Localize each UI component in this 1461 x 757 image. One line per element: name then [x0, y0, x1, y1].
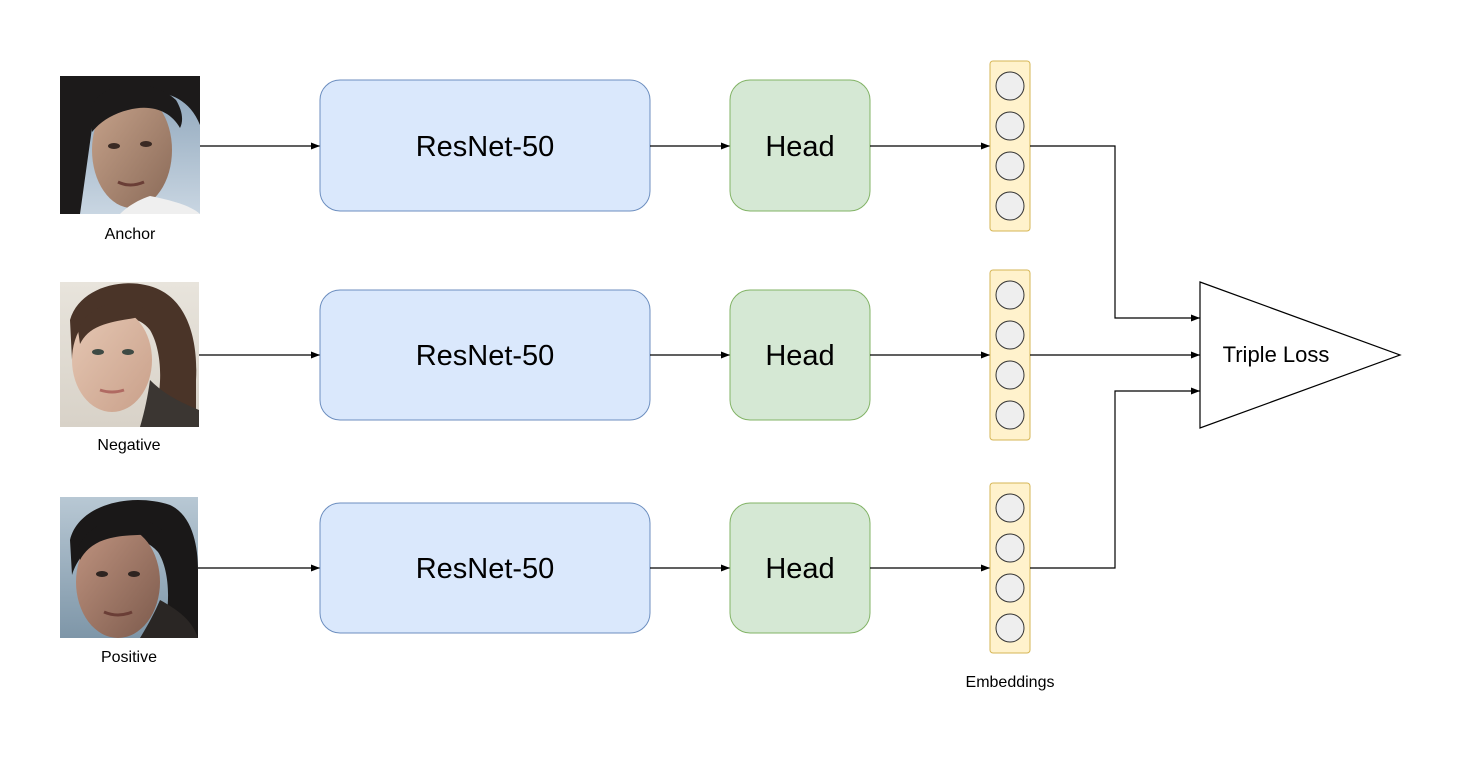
head-label-anchor: Head [765, 131, 834, 163]
connector-positive-to-loss [1030, 387, 1200, 569]
embedding-node [995, 320, 1025, 350]
positive-photo [60, 497, 198, 638]
embedding-node [995, 111, 1025, 141]
embedding-node [995, 400, 1025, 430]
negative-label: Negative [97, 437, 160, 454]
embedding-node [995, 71, 1025, 101]
embedding-node [995, 280, 1025, 310]
resnet-label-positive: ResNet-50 [416, 553, 555, 585]
connector-anchor-to-loss [1030, 145, 1200, 322]
embedding-node [995, 151, 1025, 181]
embedding-node [995, 360, 1025, 390]
embedding-vector-anchor [989, 60, 1031, 232]
anchor-label: Anchor [105, 226, 156, 243]
triple-loss-triangle [1199, 281, 1402, 429]
embedding-node [995, 493, 1025, 523]
embedding-vector-negative [989, 269, 1031, 441]
resnet-label-negative: ResNet-50 [416, 340, 555, 372]
negative-photo [60, 282, 199, 427]
embedding-node [995, 533, 1025, 563]
head-label-negative: Head [765, 340, 834, 372]
embedding-node [995, 191, 1025, 221]
resnet-label-anchor: ResNet-50 [416, 131, 555, 163]
head-label-positive: Head [765, 553, 834, 585]
embedding-node [995, 573, 1025, 603]
embedding-vector-positive [989, 482, 1031, 654]
embeddings-label: Embeddings [966, 674, 1055, 691]
positive-label: Positive [101, 649, 157, 666]
anchor-photo [60, 76, 200, 214]
embedding-node [995, 613, 1025, 643]
triple-loss-label: Triple Loss [1223, 342, 1330, 367]
